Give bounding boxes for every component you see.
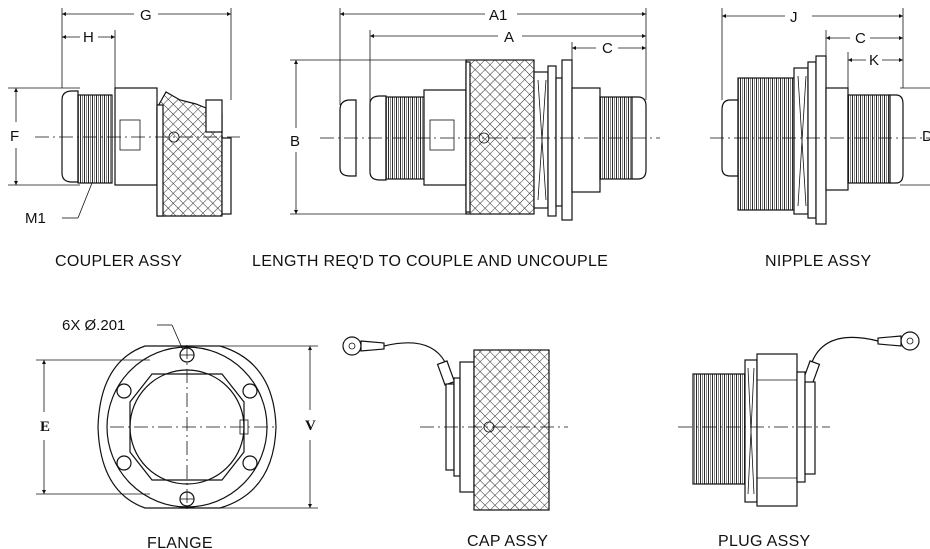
cap-assy-view: CAP ASSY (342, 336, 568, 549)
dim-e: E (40, 419, 50, 435)
caption-plug-assy: PLUG ASSY (718, 533, 811, 549)
coupler-assy-view: G H F M1 COUPLER ASSY (8, 7, 240, 270)
dim-m1: M1 (25, 210, 46, 227)
dim-a1: A1 (489, 7, 507, 24)
caption-nipple-assy: NIPPLE ASSY (765, 253, 871, 270)
flange-view: 6X Ø.201 E V FLANGE (36, 317, 318, 549)
dim-c-nipple: C (855, 30, 866, 47)
nipple-assy-view: J C K D NIPPLE ASSY (710, 8, 930, 270)
caption-coupler-assy: COUPLER ASSY (55, 253, 182, 270)
caption-flange: FLANGE (147, 535, 213, 549)
caption-length-reqd: LENGTH REQ'D TO COUPLE AND UNCOUPLE (252, 253, 608, 270)
hole-callout: 6X Ø.201 (62, 317, 125, 334)
dim-f: F (10, 128, 19, 145)
dim-v: V (305, 418, 316, 434)
dim-g: G (140, 7, 152, 24)
length-view: A1 A C B (252, 7, 660, 270)
dim-j: J (790, 9, 798, 26)
dim-d: D (922, 128, 930, 145)
caption-cap-assy: CAP ASSY (467, 533, 548, 549)
dim-c-length: C (602, 40, 613, 57)
plug-assy-view: PLUG ASSY (678, 331, 920, 549)
dim-k: K (869, 52, 879, 69)
dim-h: H (83, 29, 94, 46)
dim-b: B (290, 133, 300, 150)
dim-a: A (504, 29, 514, 46)
